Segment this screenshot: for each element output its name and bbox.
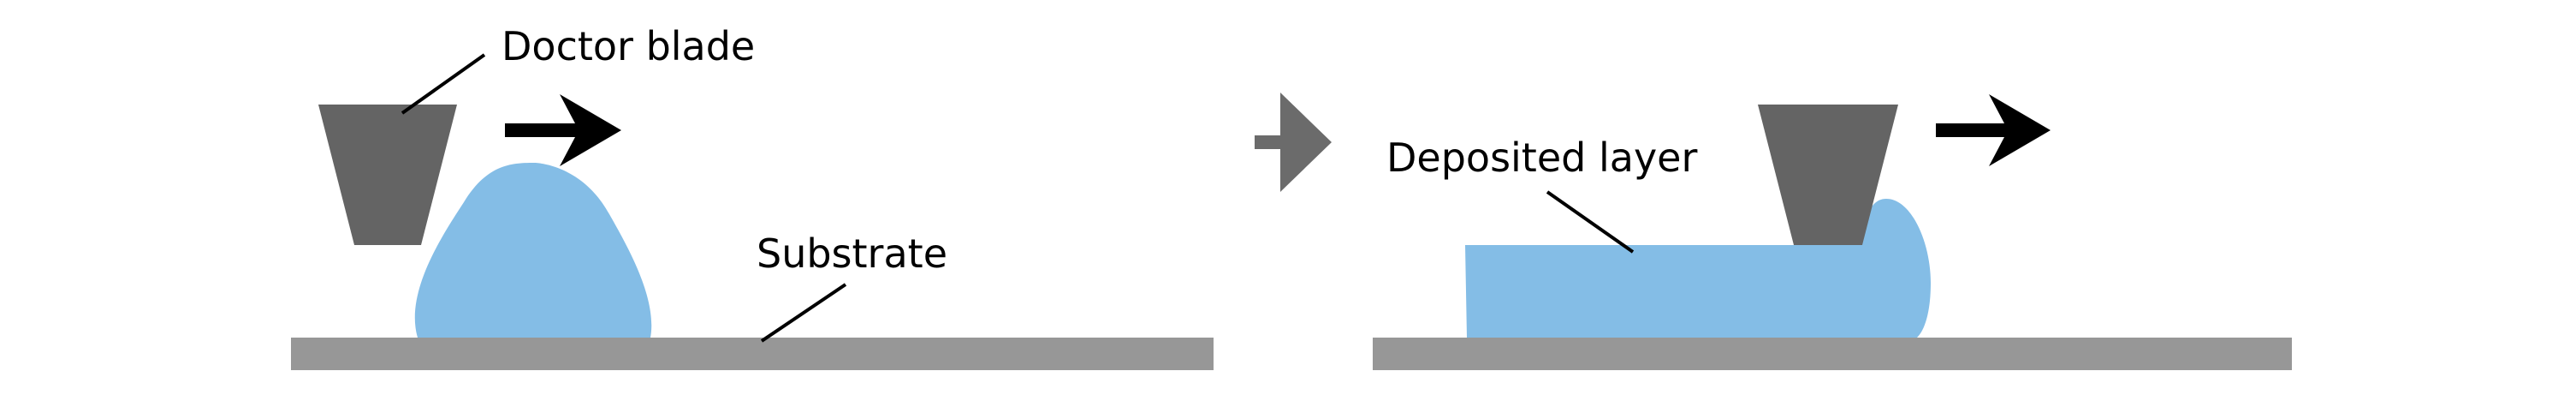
deposited-layer — [1465, 199, 1931, 338]
doctor-blade-label: Doctor blade — [502, 23, 755, 69]
doctor-blade-right — [1758, 105, 1898, 245]
panel-after-coating: Deposited layer — [1373, 94, 2292, 370]
substrate-right — [1373, 338, 2292, 370]
substrate-left — [291, 338, 1214, 370]
doctor-blade-left — [318, 105, 457, 245]
leader-line-doctor-blade — [401, 53, 486, 115]
transition-arrow — [1255, 93, 1332, 192]
direction-arrow-left — [505, 94, 621, 166]
liquid-droplet — [414, 163, 652, 338]
panel-before-coating: Doctor blade Substrate — [291, 23, 1214, 370]
substrate-label: Substrate — [757, 230, 947, 277]
leader-line-substrate — [760, 283, 847, 343]
leader-line-deposited-layer — [1546, 190, 1635, 254]
deposited-layer-label: Deposited layer — [1386, 135, 1697, 181]
direction-arrow-right — [1936, 94, 2051, 166]
